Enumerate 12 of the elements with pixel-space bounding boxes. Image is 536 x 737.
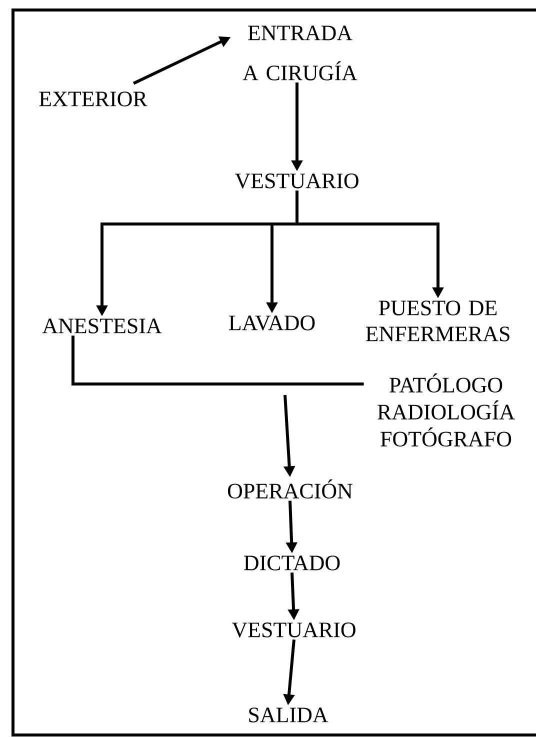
flow-step-text: ANESTESIA bbox=[42, 318, 162, 334]
flow-step-text: VESTUARIO bbox=[232, 622, 356, 638]
flow-step-text: PUESTO DE ENFERMERAS bbox=[366, 300, 510, 342]
flow-step-text: ENTRADA A CIRUGÍA bbox=[242, 26, 358, 80]
flow-step-text: OPERACIÓN bbox=[228, 479, 352, 499]
flow-step-text: PATÓLOGO RADIOLOGÍA FOTÓGRAFO bbox=[378, 373, 515, 447]
connector-line bbox=[72, 336, 364, 386]
flow-step-text: LAVADO bbox=[229, 316, 315, 330]
flow-step-text: SALIDA bbox=[249, 708, 328, 722]
flow-step-text: DICTADO bbox=[244, 556, 340, 570]
flow-step-text: VESTUARIO bbox=[234, 174, 358, 188]
flow-step-text: EXTERIOR bbox=[39, 92, 148, 106]
